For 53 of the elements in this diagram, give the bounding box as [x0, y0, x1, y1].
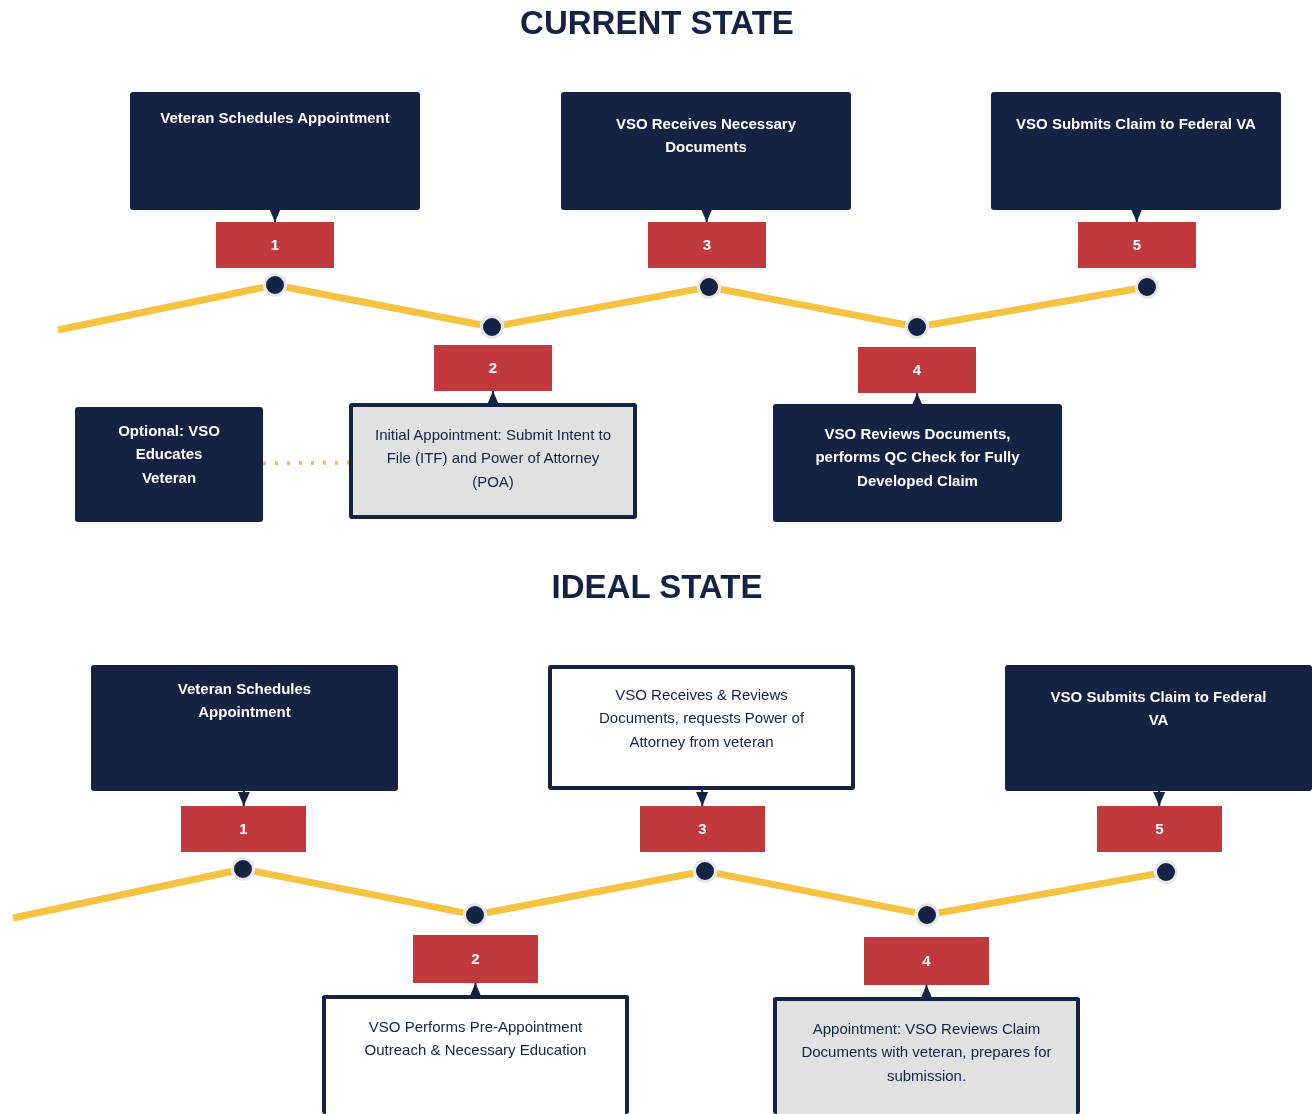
step-box: VSO Performs Pre-Appointment Outreach & Necessary Education — [322, 995, 629, 1114]
pointer-arrow — [920, 984, 933, 999]
timeline-line — [928, 285, 1136, 329]
timeline-line — [938, 870, 1155, 917]
step-box: Appointment: VSO Reviews Claim Documents with veteran, prepares for submission. — [773, 997, 1080, 1114]
timeline-line — [286, 283, 481, 329]
step-number: 2 — [413, 935, 538, 983]
section-heading: IDEAL STATE — [550, 568, 764, 606]
step-number: 4 — [864, 937, 989, 985]
timeline-line — [720, 285, 906, 329]
timeline-dot — [480, 315, 504, 339]
step-box: Veteran Schedules Appointment — [130, 92, 420, 210]
section-heading: CURRENT STATE — [519, 4, 795, 42]
timeline-dot — [231, 857, 255, 881]
timeline-dot — [1135, 275, 1159, 299]
timeline-dot — [697, 275, 721, 299]
step-number: 4 — [858, 347, 976, 393]
step-box: VSO Submits Claim to Federal VA — [991, 92, 1281, 210]
pointer-arrow — [696, 789, 709, 807]
timeline-dot — [1154, 860, 1178, 884]
timeline-line — [254, 867, 464, 917]
step-number: 5 — [1078, 222, 1196, 268]
timeline-dot — [905, 315, 929, 339]
pointer-arrow — [269, 208, 281, 223]
pointer-arrow — [469, 982, 482, 997]
dotted-connector — [262, 460, 350, 466]
pointer-arrow — [487, 390, 499, 405]
step-number: 2 — [434, 345, 552, 391]
timeline-line — [486, 869, 694, 917]
step-box: VSO Reviews Documents, performs QC Check for Fully Developed Claim — [773, 404, 1062, 522]
step-box: Initial Appointment: Submit Intent to File (ITF) and Power of Attorney (POA) — [349, 403, 637, 519]
step-box: Veteran Schedules Appointment — [91, 665, 398, 791]
timeline-line — [716, 869, 916, 917]
timeline-dot — [463, 903, 487, 927]
timeline-dot — [263, 273, 287, 297]
pointer-arrow — [1130, 207, 1143, 223]
step-box: VSO Receives & Reviews Documents, requests Power of Attorney from veteran — [548, 665, 855, 790]
pointer-arrow — [237, 790, 250, 807]
timeline-line — [57, 284, 264, 334]
step-box: Optional: VSO Educates Veteran — [75, 407, 263, 522]
pointer-arrow — [1153, 790, 1166, 807]
step-number: 3 — [648, 222, 766, 268]
step-number: 1 — [181, 806, 306, 852]
pointer-arrow — [700, 207, 713, 223]
step-number: 1 — [216, 222, 334, 268]
timeline-dot — [915, 903, 939, 927]
step-box: VSO Receives Necessary Documents — [561, 92, 851, 210]
timeline-line — [12, 868, 232, 922]
timeline-line — [503, 285, 698, 329]
step-box: VSO Submits Claim to Federal VA — [1005, 665, 1312, 791]
step-number: 3 — [640, 806, 765, 852]
timeline-dot — [693, 859, 717, 883]
step-number: 5 — [1097, 806, 1222, 852]
